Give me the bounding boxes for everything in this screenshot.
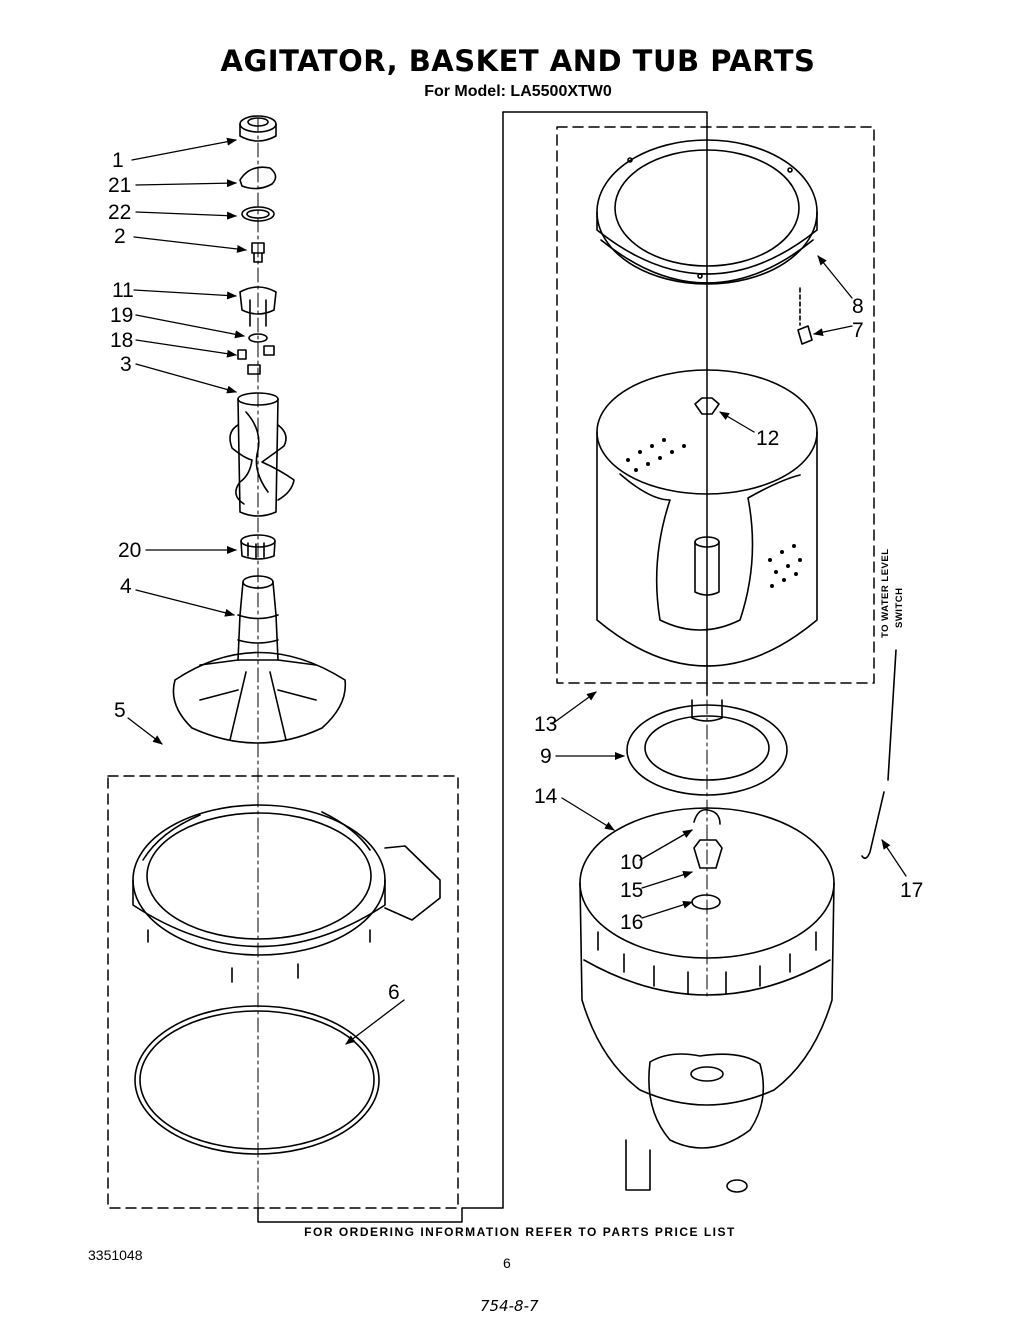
model-subtitle: For Model: LA5500XTW0 <box>424 83 612 100</box>
part-label-22: 22 <box>108 201 132 224</box>
water-level-switch-callout: TO WATER LEVEL SWITCH <box>872 528 912 638</box>
part-5-tub-ring <box>132 804 441 983</box>
part-label-11: 11 <box>112 279 134 302</box>
water-level-callout-line2: SWITCH <box>894 587 905 628</box>
document-number: 3351048 <box>88 1247 143 1263</box>
part-20-spline <box>240 534 276 560</box>
part-6-gasket <box>134 1005 380 1155</box>
basket-drum <box>596 369 818 667</box>
part-label-16: 16 <box>620 911 644 934</box>
part-21-cover <box>239 166 277 190</box>
part-label-12: 12 <box>756 427 780 450</box>
part-label-19: 19 <box>110 304 134 327</box>
leader-arrows <box>127 137 907 1045</box>
part-label-14: 14 <box>534 785 558 808</box>
part-11-cam <box>239 286 277 327</box>
part-label-21: 21 <box>108 174 132 197</box>
part-label-13: 13 <box>534 713 558 736</box>
part-label-3: 3 <box>120 353 132 376</box>
part-label-18: 18 <box>110 329 134 352</box>
part-label-2: 2 <box>114 225 126 248</box>
group-brackets <box>107 111 875 1223</box>
part-18-dogs <box>237 345 275 375</box>
part-label-9: 9 <box>540 745 552 768</box>
handwritten-note: 754-8-7 <box>480 1297 539 1315</box>
part-12-nut <box>694 397 720 415</box>
part-14-outer-tub <box>579 807 835 1193</box>
part-22-ring <box>241 206 275 222</box>
part-label-6: 6 <box>388 981 400 1004</box>
part-label-10: 10 <box>620 851 644 874</box>
part-3-agitator-barrel <box>229 392 295 517</box>
part-label-15: 15 <box>620 879 644 902</box>
part-1-cap <box>239 115 277 142</box>
part-label-4: 4 <box>120 575 132 598</box>
part-7-clip <box>797 287 813 345</box>
part-label-5: 5 <box>114 699 126 722</box>
ordering-info-note: FOR ORDERING INFORMATION REFER TO PARTS … <box>304 1225 736 1239</box>
part-label-8: 8 <box>852 295 864 318</box>
part-9-filter <box>626 699 788 796</box>
water-level-callout-line1: TO WATER LEVEL <box>880 548 891 638</box>
diagram-title: AGITATOR, BASKET AND TUB PARTS <box>220 44 816 78</box>
part-label-20: 20 <box>118 539 142 562</box>
part-label-7: 7 <box>852 319 864 342</box>
part-8-basket-ring <box>596 139 818 285</box>
basket-holes <box>626 438 802 588</box>
part-label-1: 1 <box>112 149 124 172</box>
center-axis-lines <box>257 117 708 1209</box>
part-17-hose <box>861 649 897 860</box>
part-2-bolt <box>251 242 265 263</box>
part-19-washer <box>248 333 268 343</box>
page-number: 6 <box>503 1255 511 1271</box>
part-4-agitator-base <box>172 575 347 744</box>
part-label-17: 17 <box>900 879 924 902</box>
